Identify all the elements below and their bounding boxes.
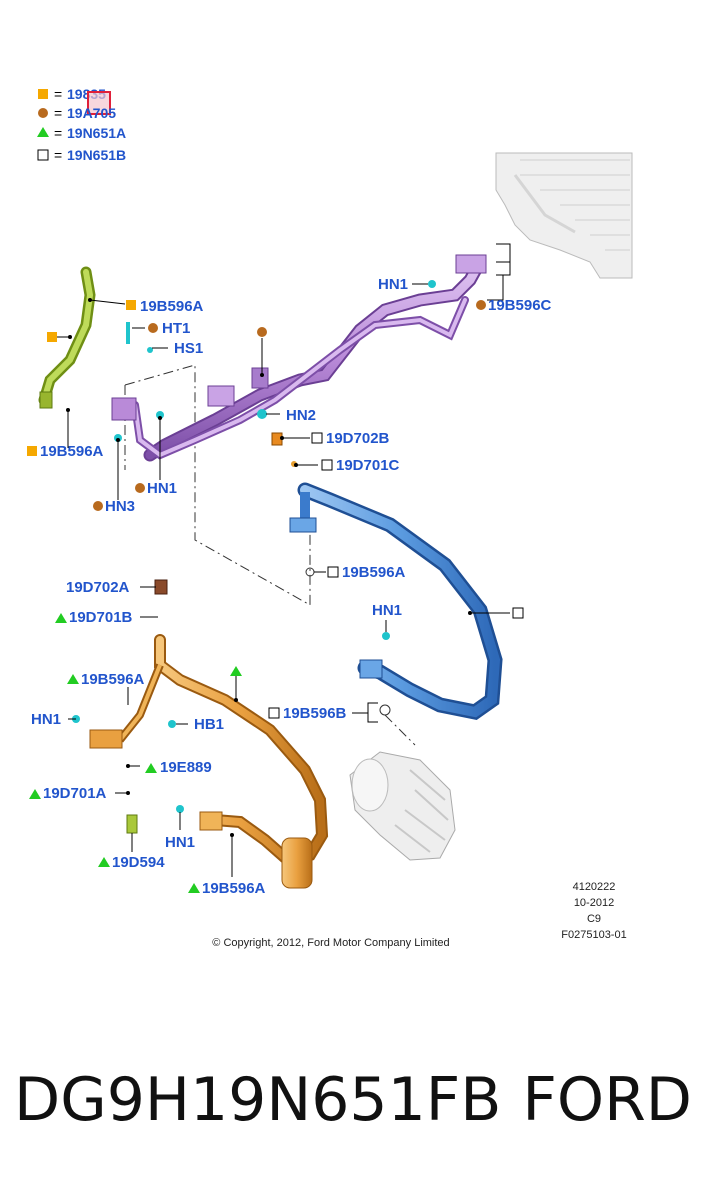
green-triangle-icon <box>55 613 67 623</box>
legend: = 19835 = 19A705 = 19N651A = 19N651B <box>37 86 126 163</box>
label-hb1: HB1 <box>194 716 224 733</box>
legend-eq: = <box>54 105 62 121</box>
green-triangle-icon <box>188 883 200 893</box>
cyan-clip-icon <box>147 347 153 353</box>
cyan-clip-icon <box>257 409 267 419</box>
legend-eq: = <box>54 125 62 141</box>
label-19b596a: 19B596A <box>81 671 145 688</box>
outline-square-icon <box>311 432 323 444</box>
cyan-clip-icon <box>382 632 390 640</box>
label-19d701a: 19D701A <box>43 785 107 802</box>
copyright: © Copyright, 2012, Ford Motor Company Li… <box>212 937 449 949</box>
green-triangle-icon <box>37 127 49 137</box>
cyan-clip-icon <box>168 720 176 728</box>
orange-line <box>89 634 329 889</box>
label-19b596a: 19B596A <box>342 564 406 581</box>
meta-line-2: 10-2012 <box>574 897 614 909</box>
outline-square-icon <box>268 707 280 719</box>
label-hs1: HS1 <box>174 340 203 357</box>
orange-square-icon <box>38 89 48 99</box>
label-19d702b: 19D702B <box>326 430 390 447</box>
legend-code-19n651b: 19N651B <box>67 147 126 163</box>
compressor <box>349 751 456 861</box>
callout-symbols <box>27 300 524 893</box>
ac-line-diagram: = 19835 = 19A705 = 19N651A = 19N651B <box>27 86 633 949</box>
legend-eq: = <box>54 86 62 102</box>
leader-lines <box>53 243 511 877</box>
meta-line-4: F0275103-01 <box>561 929 626 941</box>
label-19d701b: 19D701B <box>69 609 133 626</box>
label-hn1: HN1 <box>31 711 61 728</box>
cyan-clip-icon <box>428 280 436 288</box>
label-hn1: HN1 <box>165 834 195 851</box>
label-hn1: HN1 <box>372 602 402 619</box>
label-19b596a: 19B596A <box>140 298 204 315</box>
label-19d594: 19D594 <box>112 854 165 871</box>
outline-square-icon <box>37 149 49 161</box>
label-19b596c: 19B596C <box>488 297 552 314</box>
green-triangle-icon <box>98 857 110 867</box>
label-19b596b: 19B596B <box>283 705 347 722</box>
green-triangle-icon <box>67 674 79 684</box>
brown-circle-icon <box>38 108 48 118</box>
brown-circle-icon <box>93 501 103 511</box>
label-19d702a: 19D702A <box>66 579 130 596</box>
drawing-metadata: 4120222 10-2012 C9 F0275103-01 © Copyrig… <box>212 881 626 949</box>
part-number: DG9H19N651FB <box>14 1065 502 1135</box>
highlight-box-icon <box>87 91 111 115</box>
green-triangle-icon <box>29 789 41 799</box>
label-hn3: HN3 <box>105 498 135 515</box>
outline-square-icon <box>327 566 339 578</box>
brand-name: FORD <box>522 1065 692 1135</box>
legend-eq: = <box>54 147 62 163</box>
legend-code-19n651a: 19N651A <box>67 125 126 141</box>
outline-square-icon <box>512 607 524 619</box>
cyan-clip-icon <box>176 805 184 813</box>
callout-labels: 19B596A HT1 HS1 19B596A HN1 HN3 HN2 HN1 … <box>31 276 552 897</box>
hvac-module <box>495 152 633 279</box>
brown-circle-icon <box>135 483 145 493</box>
label-hn1: HN1 <box>378 276 408 293</box>
orange-square-icon <box>126 300 136 310</box>
green-triangle-icon <box>230 666 242 676</box>
label-ht1: HT1 <box>162 320 190 337</box>
green-triangle-icon <box>145 763 157 773</box>
blue-hose <box>289 482 503 720</box>
meta-line-3: C9 <box>587 913 601 925</box>
orange-square-icon <box>27 446 37 456</box>
brown-circle-icon <box>476 300 486 310</box>
brown-circle-icon <box>257 327 267 337</box>
label-19b596a: 19B596A <box>40 443 104 460</box>
legend-code-19a705: 19A705 <box>67 105 116 121</box>
label-19e889: 19E889 <box>160 759 212 776</box>
label-19b596a: 19B596A <box>202 880 266 897</box>
label-hn2: HN2 <box>286 407 316 424</box>
cyan-clip-icon <box>156 411 164 419</box>
dashed-guides <box>124 364 416 746</box>
purple-line <box>111 254 487 462</box>
outline-square-icon <box>321 459 333 471</box>
brown-circle-icon <box>148 323 158 333</box>
orange-square-icon <box>47 332 57 342</box>
cyan-clip-icon <box>126 322 130 344</box>
label-hn1: HN1 <box>147 480 177 497</box>
footer: DG9H19N651FB FORD <box>0 1065 708 1155</box>
label-19d701c: 19D701C <box>336 457 400 474</box>
meta-line-1: 4120222 <box>573 881 616 893</box>
green-hose <box>38 266 96 409</box>
